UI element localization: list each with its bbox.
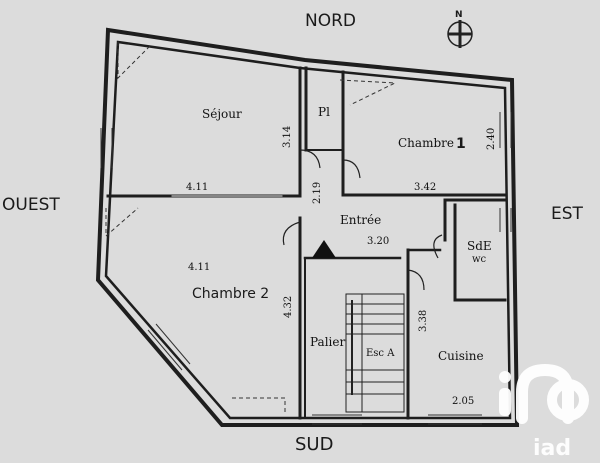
label-west: OUEST [2, 195, 60, 215]
door-chambre2 [282, 221, 301, 246]
door-swings [282, 149, 443, 291]
bay-chambre2-south [232, 397, 286, 412]
dim-chambre1-height: 2.40 [486, 128, 497, 150]
room-chambre1: Chambre [398, 136, 454, 150]
room-wc: wc [472, 254, 487, 265]
room-palier: Palier [310, 335, 345, 349]
walls [95, 27, 520, 427]
room-chambre1-number: 1 [456, 136, 466, 152]
bay-chambre2 [105, 207, 139, 238]
dim-entree-height: 2.19 [312, 182, 323, 204]
dim-chambre2-width: 4.11 [188, 262, 210, 273]
room-sejour: Séjour [202, 107, 242, 121]
door-sejour [299, 149, 321, 169]
logo-stem [499, 388, 511, 416]
dim-sejour-width: 4.11 [186, 182, 208, 193]
room-chambre2: Chambre 2 [192, 286, 269, 302]
room-entree: Entrée [340, 213, 381, 227]
logo-ring [547, 379, 589, 421]
outer-wall-outer [95, 27, 520, 427]
door-chambre1 [342, 159, 361, 179]
stair-outline [345, 293, 405, 413]
dim-chambre2-height: 4.32 [283, 296, 294, 318]
iad-logo: iad [499, 363, 589, 461]
logo-brand: iad [533, 436, 571, 461]
staircase [345, 293, 405, 413]
dim-chambre1-width: 3.42 [414, 182, 436, 193]
label-north: NORD [305, 11, 356, 31]
room-cuisine: Cuisine [438, 349, 484, 363]
door-sde [433, 234, 443, 259]
bay-sejour [117, 42, 151, 80]
label-needle: N [455, 10, 463, 20]
room-sde: SdE [467, 239, 492, 253]
bay-windows [105, 42, 397, 412]
door-cuisine [407, 269, 425, 291]
label-east: EST [551, 204, 584, 224]
room-escalier: Esc A [366, 348, 395, 359]
dim-sejour-height: 3.14 [282, 126, 293, 148]
window-southwest [147, 329, 183, 371]
entrance-marker [312, 240, 336, 258]
windows [100, 112, 512, 425]
logo-dot [499, 371, 511, 383]
dim-cuisine-height: 3.38 [418, 310, 429, 332]
dim-cuisine-width: 2.05 [452, 396, 474, 407]
dim-entree-width: 3.20 [367, 236, 389, 247]
room-placard: Pl [318, 105, 330, 119]
compass-rose [447, 20, 473, 48]
label-south: SUD [295, 434, 333, 455]
